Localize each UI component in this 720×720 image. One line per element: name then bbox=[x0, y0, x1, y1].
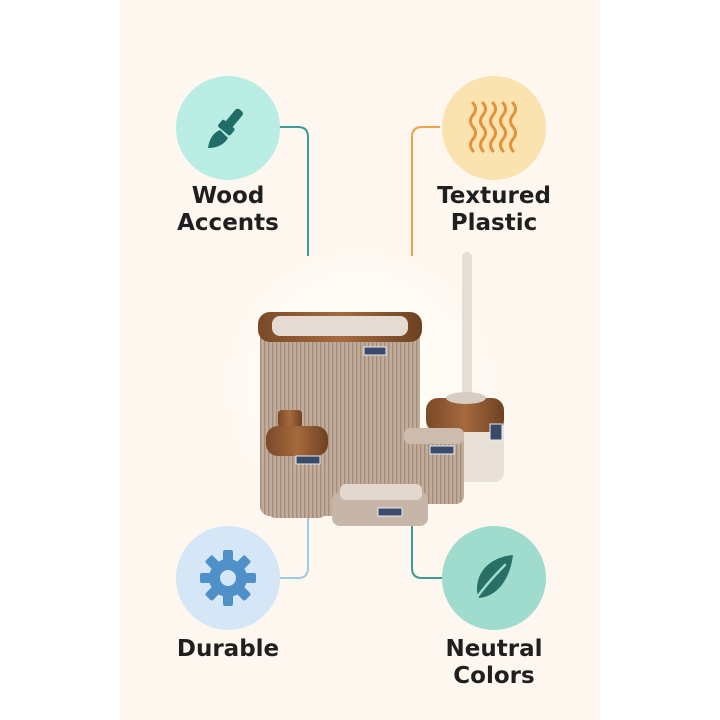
neutral-colors-label: Neutral Colors bbox=[445, 636, 543, 689]
bathroom-set-illustration bbox=[258, 252, 504, 526]
connector-neutral bbox=[411, 522, 445, 579]
gear-icon bbox=[200, 550, 256, 606]
textured-plastic-circle bbox=[442, 76, 546, 180]
textured-plastic-label: Textured Plastic bbox=[437, 183, 551, 236]
infographic-panel: Wood Accents Textured Plastic bbox=[120, 0, 600, 720]
soap-dish bbox=[332, 484, 428, 526]
connector-durable bbox=[278, 498, 309, 579]
neutral-colors-circle bbox=[442, 526, 546, 630]
wavy-lines-icon bbox=[469, 101, 517, 153]
connector-wood bbox=[222, 126, 309, 256]
wood-accents-label: Wood Accents bbox=[177, 183, 279, 236]
paintbrush-icon bbox=[208, 108, 243, 148]
durable-label: Durable bbox=[176, 636, 280, 662]
wood-accents-circle bbox=[176, 76, 280, 180]
soap-dispenser bbox=[266, 410, 328, 518]
connector-lines bbox=[222, 126, 445, 579]
durable-circle bbox=[176, 526, 280, 630]
leaf-icon bbox=[471, 555, 513, 605]
connector-plastic bbox=[411, 126, 440, 256]
